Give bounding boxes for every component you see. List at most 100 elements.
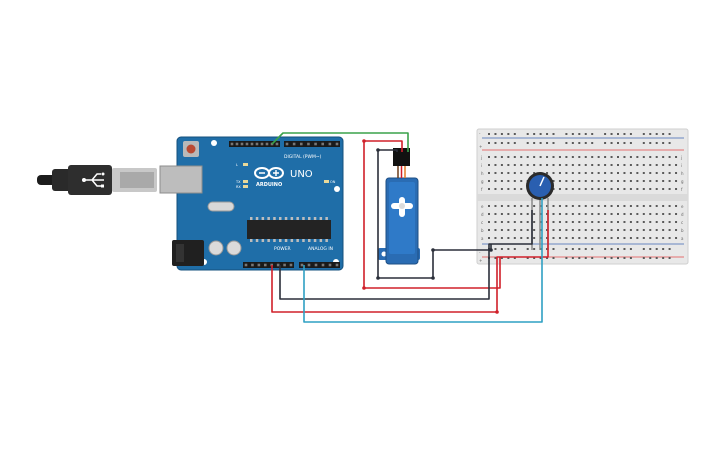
breadboard-hole[interactable] — [629, 237, 632, 239]
breadboard-hole[interactable] — [668, 156, 671, 158]
breadboard-hole[interactable] — [584, 221, 587, 223]
breadboard-hole[interactable] — [604, 221, 607, 223]
breadboard-hole[interactable] — [662, 142, 665, 144]
breadboard-hole[interactable] — [584, 237, 587, 239]
breadboard-hole[interactable] — [513, 188, 516, 190]
breadboard-hole[interactable] — [655, 133, 658, 135]
breadboard-hole[interactable] — [591, 188, 594, 190]
breadboard-hole[interactable] — [655, 213, 658, 215]
breadboard-hole[interactable] — [623, 142, 626, 144]
breadboard-hole[interactable] — [507, 156, 510, 158]
header-pin[interactable] — [321, 263, 325, 267]
breadboard-hole[interactable] — [617, 164, 619, 166]
breadboard-hole[interactable] — [520, 180, 523, 182]
breadboard-hole[interactable] — [591, 142, 594, 144]
digital-header[interactable] — [229, 141, 340, 147]
breadboard-hole[interactable] — [668, 248, 671, 250]
breadboard-hole[interactable] — [494, 257, 497, 259]
analog-header[interactable] — [299, 262, 340, 268]
breadboard-hole[interactable] — [649, 221, 652, 223]
breadboard-hole[interactable] — [642, 237, 645, 239]
breadboard-hole[interactable] — [533, 257, 536, 259]
breadboard-hole[interactable] — [513, 164, 516, 166]
breadboard-hole[interactable] — [649, 156, 652, 158]
breadboard-hole[interactable] — [629, 142, 632, 144]
breadboard-hole[interactable] — [591, 257, 594, 259]
breadboard-hole[interactable] — [623, 213, 626, 215]
breadboard-hole[interactable] — [500, 221, 503, 223]
breadboard-hole[interactable] — [604, 180, 607, 182]
breadboard-hole[interactable] — [623, 133, 626, 135]
breadboard-hole[interactable] — [488, 142, 490, 144]
breadboard-hole[interactable] — [636, 213, 639, 215]
breadboard-hole[interactable] — [494, 221, 497, 223]
breadboard-hole[interactable] — [668, 188, 671, 190]
breadboard-hole[interactable] — [636, 156, 639, 158]
breadboard-hole[interactable] — [655, 237, 658, 239]
power-header[interactable] — [243, 262, 294, 268]
breadboard-hole[interactable] — [668, 213, 671, 215]
breadboard-hole[interactable] — [507, 133, 510, 135]
header-pin[interactable] — [244, 263, 248, 267]
breadboard-hole[interactable] — [507, 172, 510, 174]
breadboard-hole[interactable] — [488, 221, 490, 223]
breadboard-hole[interactable] — [584, 229, 587, 231]
breadboard-hole[interactable] — [655, 205, 658, 207]
breadboard-hole[interactable] — [552, 156, 555, 158]
header-pin[interactable] — [251, 263, 254, 267]
breadboard-hole[interactable] — [610, 213, 613, 215]
breadboard-hole[interactable] — [507, 205, 510, 207]
breadboard-hole[interactable] — [500, 205, 503, 207]
breadboard-hole[interactable] — [636, 164, 639, 166]
breadboard-hole[interactable] — [565, 142, 568, 144]
breadboard-hole[interactable] — [507, 237, 510, 239]
breadboard-hole[interactable] — [526, 229, 529, 231]
header-pin[interactable] — [328, 263, 332, 267]
breadboard-hole[interactable] — [571, 221, 574, 223]
breadboard-hole[interactable] — [558, 164, 561, 166]
breadboard-hole[interactable] — [597, 188, 600, 190]
header-pin[interactable] — [307, 142, 310, 146]
breadboard-hole[interactable] — [520, 156, 523, 158]
breadboard-hole[interactable] — [552, 213, 555, 215]
breadboard-hole[interactable] — [488, 188, 490, 190]
breadboard-hole[interactable] — [488, 213, 490, 215]
breadboard-hole[interactable] — [494, 229, 497, 231]
header-pin[interactable] — [292, 142, 296, 146]
breadboard-hole[interactable] — [597, 180, 600, 182]
breadboard-hole[interactable] — [494, 248, 497, 250]
breadboard-hole[interactable] — [668, 237, 671, 239]
header-pin[interactable] — [245, 142, 249, 146]
breadboard-hole[interactable] — [629, 213, 632, 215]
breadboard-hole[interactable] — [636, 205, 639, 207]
breadboard-hole[interactable] — [597, 221, 600, 223]
breadboard-hole[interactable] — [507, 164, 510, 166]
breadboard-hole[interactable] — [520, 188, 523, 190]
wire-red-5v[interactable] — [271, 210, 549, 313]
breadboard-hole[interactable] — [623, 172, 626, 174]
breadboard-hole[interactable] — [675, 237, 678, 239]
breadboard-hole[interactable] — [578, 229, 581, 231]
breadboard-hole[interactable] — [571, 188, 574, 190]
breadboard-hole[interactable] — [513, 172, 516, 174]
potentiometer[interactable] — [526, 172, 554, 250]
micro-servo[interactable] — [378, 148, 420, 265]
header-pin[interactable] — [335, 263, 339, 267]
breadboard-hole[interactable] — [500, 257, 503, 259]
breadboard-hole[interactable] — [675, 164, 678, 166]
breadboard-hole[interactable] — [629, 221, 632, 223]
header-pin[interactable] — [314, 142, 317, 146]
breadboard-hole[interactable] — [520, 229, 523, 231]
breadboard-hole[interactable] — [488, 172, 490, 174]
breadboard-hole[interactable] — [526, 221, 529, 223]
breadboard-hole[interactable] — [571, 205, 574, 207]
breadboard-hole[interactable] — [610, 188, 613, 190]
breadboard-hole[interactable] — [675, 205, 678, 207]
breadboard-hole[interactable] — [623, 248, 626, 250]
breadboard-hole[interactable] — [507, 180, 510, 182]
header-pin[interactable] — [307, 263, 311, 267]
breadboard-hole[interactable] — [649, 180, 652, 182]
usb-cable[interactable] — [37, 165, 157, 195]
breadboard-hole[interactable] — [565, 180, 568, 182]
breadboard-hole[interactable] — [642, 221, 645, 223]
